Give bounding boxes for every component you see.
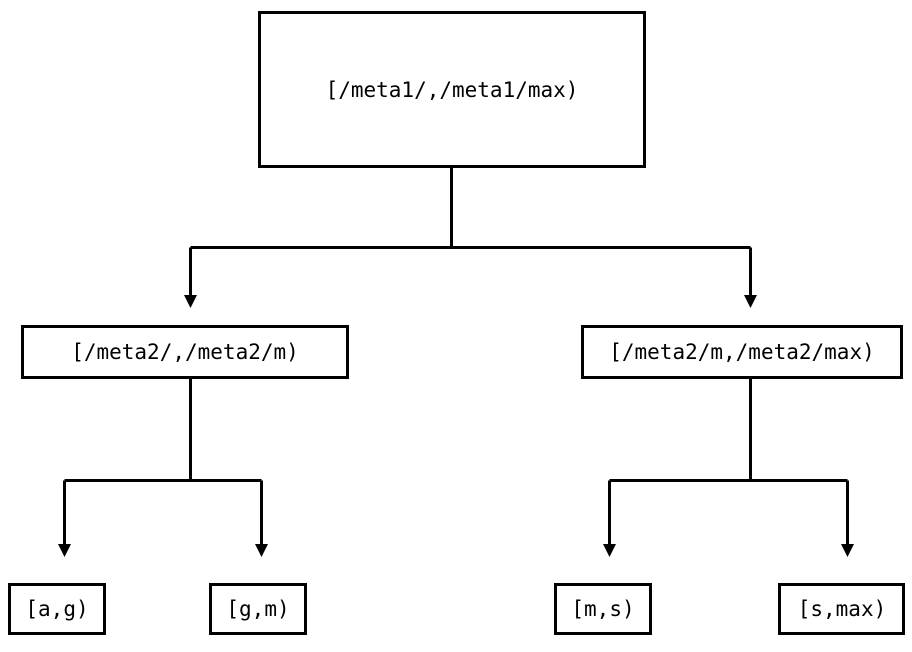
node-mid-left[interactable]: [/meta2/,/meta2/m) — [21, 325, 349, 379]
edge-group-mid-left — [58, 378, 268, 557]
arrowhead-mid-right-icon — [744, 295, 757, 308]
arrowhead-leaf-4-icon — [841, 544, 854, 557]
node-leaf-4[interactable]: [s,max) — [778, 583, 905, 635]
node-mid-left-label: [/meta2/,/meta2/m) — [71, 340, 299, 364]
edge-group-root — [184, 167, 757, 308]
node-leaf-1-box[interactable] — [8, 583, 106, 635]
node-mid-right-label: [/meta2/m,/meta2/max) — [609, 340, 875, 364]
node-leaf-2-box[interactable] — [209, 583, 307, 635]
node-leaf-3-label: [m,s) — [571, 597, 634, 621]
node-leaf-2-label: [g,m) — [226, 597, 289, 621]
arrowhead-mid-left-icon — [184, 295, 197, 308]
node-leaf-3-box[interactable] — [554, 583, 652, 635]
node-root[interactable]: [/meta1/,/meta1/max) — [258, 11, 646, 168]
node-mid-right-box[interactable] — [581, 325, 903, 379]
arrowhead-leaf-3-icon — [603, 544, 616, 557]
node-mid-right[interactable]: [/meta2/m,/meta2/max) — [581, 325, 903, 379]
node-leaf-4-box[interactable] — [778, 583, 905, 635]
node-leaf-3[interactable]: [m,s) — [554, 583, 652, 635]
node-leaf-1[interactable]: [a,g) — [8, 583, 106, 635]
node-leaf-1-label: [a,g) — [25, 597, 88, 621]
node-leaf-4-label: [s,max) — [798, 597, 887, 621]
node-root-label: [/meta1/,/meta1/max) — [326, 78, 579, 102]
arrowhead-leaf-2-icon — [255, 544, 268, 557]
node-leaf-2[interactable]: [g,m) — [209, 583, 307, 635]
edge-group-mid-right — [603, 378, 854, 557]
node-root-box[interactable] — [258, 11, 646, 168]
node-mid-left-box[interactable] — [21, 325, 349, 379]
arrowhead-leaf-1-icon — [58, 544, 71, 557]
